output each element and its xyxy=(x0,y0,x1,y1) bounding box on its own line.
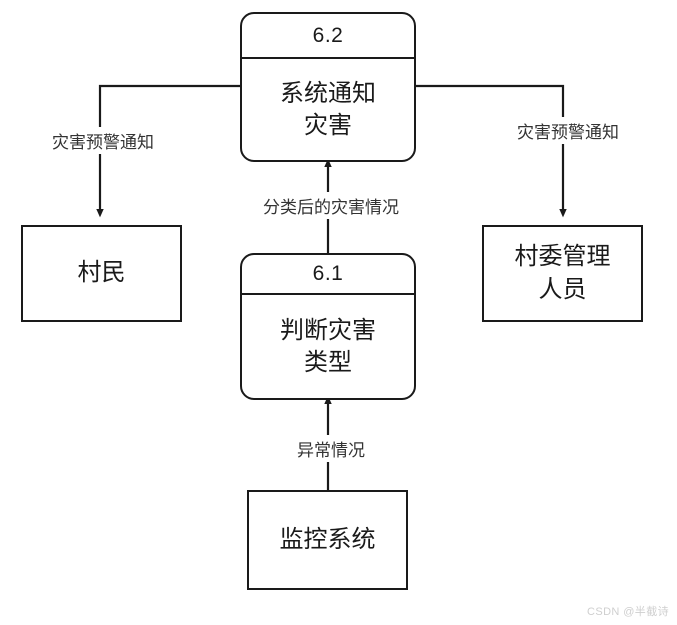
process-6-2-label-line2: 灾害 xyxy=(304,111,352,139)
connector-alert-to-villager xyxy=(96,84,240,218)
flow-label-abnormal-condition: 异常情况 xyxy=(266,435,396,462)
entity-village-committee-staff-label-line2: 人员 xyxy=(538,275,587,303)
entity-monitoring-system[interactable]: 监控系统 xyxy=(247,490,408,590)
process-6-1-label: 判断灾害 类型 xyxy=(242,295,414,398)
process-6-1-id: 6.1 xyxy=(242,255,414,295)
flow-label-alert-to-committee: 灾害预警通知 xyxy=(490,117,646,144)
process-6-2-label-line1: 系统通知 xyxy=(280,79,376,107)
watermark: CSDN @半截诗 xyxy=(587,606,669,618)
process-6-2-label: 系统通知 灾害 xyxy=(242,59,414,160)
entity-villager-label: 村民 xyxy=(77,259,126,287)
flow-label-classified-disaster: 分类后的灾害情况 xyxy=(234,192,428,219)
entity-village-committee-staff[interactable]: 村委管理 人员 xyxy=(482,225,643,322)
entity-villager[interactable]: 村民 xyxy=(21,225,182,322)
entity-village-committee-staff-label-line1: 村委管理 xyxy=(514,243,611,271)
connector-alert-to-committee xyxy=(416,84,567,218)
process-6-2-id: 6.2 xyxy=(242,14,414,59)
process-6-1-label-line2: 类型 xyxy=(304,348,352,376)
flow-label-alert-to-villager: 灾害预警通知 xyxy=(25,127,181,154)
process-6-1[interactable]: 6.1 判断灾害 类型 xyxy=(240,253,416,400)
process-6-2[interactable]: 6.2 系统通知 灾害 xyxy=(240,12,416,162)
entity-monitoring-system-label: 监控系统 xyxy=(279,525,376,553)
process-6-1-label-line1: 判断灾害 xyxy=(280,316,376,344)
